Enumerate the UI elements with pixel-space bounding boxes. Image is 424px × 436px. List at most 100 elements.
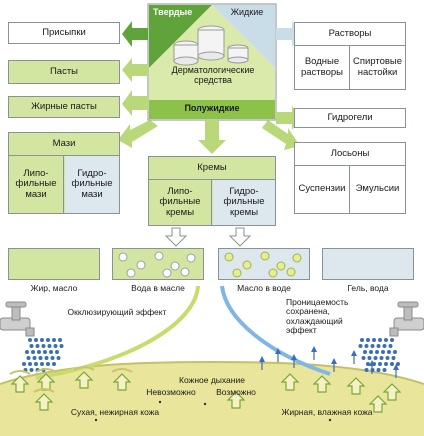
water-drop — [38, 356, 43, 360]
water-drop — [370, 344, 375, 348]
water-drop — [46, 338, 50, 342]
powders-box: Присыпки — [8, 22, 120, 44]
occlusion-film — [111, 368, 133, 373]
permeability-effect: Проницаемость сохранена, охлаждающий эфф… — [286, 297, 349, 336]
impossible-label: Невозможно — [146, 387, 196, 397]
arrow-pastes — [122, 58, 148, 82]
droplet — [242, 260, 252, 270]
solutions-title: Растворы — [295, 23, 405, 46]
water-drop — [52, 338, 56, 342]
arrow-fatty-pastes — [122, 90, 148, 116]
skin-line — [0, 360, 424, 385]
respiration-arrow — [368, 395, 388, 413]
water-drop — [35, 344, 40, 348]
water-drop — [385, 356, 390, 360]
water-drop — [28, 338, 32, 342]
hydrogels-box: Гидрогели — [294, 108, 406, 128]
gel-water-label: Гель, вода — [347, 283, 389, 293]
water-drop — [361, 356, 366, 360]
occlusion-film — [73, 366, 95, 371]
arrow-lipophilic-down — [164, 227, 188, 247]
water-stream — [220, 285, 331, 376]
water-in-oil-label: Вода в масле — [131, 283, 185, 293]
evaporation-arrowhead — [275, 348, 281, 354]
fatty-pastes-box: Жирные пасты — [8, 96, 120, 118]
water-drop — [53, 344, 58, 348]
droplet — [136, 260, 146, 270]
skin-dots — [94, 400, 332, 422]
arrow-lotions — [262, 120, 300, 150]
water-drop — [358, 344, 363, 348]
water-drops-right — [358, 338, 400, 372]
water-drop — [396, 362, 400, 366]
skin-dot — [203, 402, 207, 406]
oil-in-water-label: Масло в воде — [237, 283, 291, 293]
water-drop — [29, 344, 34, 348]
faucet-left-icon — [0, 301, 35, 337]
water-drop — [22, 362, 26, 366]
water-drop — [372, 338, 376, 342]
water-drop — [44, 356, 49, 360]
dry-skin-label: Сухая, нежирная кожа — [70, 407, 160, 417]
respiration-arrow — [10, 375, 30, 393]
water-drop — [52, 362, 56, 366]
creams-title: Кремы — [149, 157, 275, 180]
evaporation-arrowhead — [311, 346, 317, 352]
droplet — [268, 268, 278, 278]
oil-stream — [35, 285, 200, 380]
respiration-arrow — [34, 393, 54, 411]
water-drop — [366, 362, 370, 366]
evaporation-arrowhead — [369, 360, 375, 366]
skin-respiration-arrows — [9, 366, 402, 413]
evaporation-arrowhead — [351, 350, 357, 356]
evaporation-arrowhead — [291, 354, 297, 360]
droplet — [118, 252, 128, 262]
respiration-arrow — [280, 373, 300, 391]
dermatological-label: Дерматологические средства — [171, 65, 255, 85]
droplet — [276, 261, 286, 271]
skin-dot — [94, 418, 98, 422]
droplet — [180, 267, 190, 277]
droplet — [286, 267, 296, 277]
water-drop — [393, 350, 397, 354]
water-drop — [47, 344, 52, 348]
evaporation-arrowhead — [393, 364, 399, 370]
water-drop — [360, 338, 364, 342]
water-drop — [40, 338, 44, 342]
droplet — [186, 253, 196, 263]
respiration-arrow — [226, 391, 246, 409]
arrow-creams — [198, 120, 226, 154]
water-drop — [50, 356, 55, 360]
water-drop — [387, 350, 391, 354]
water-drop — [366, 338, 370, 342]
droplet — [126, 268, 136, 278]
fat-oil-square — [8, 248, 100, 280]
occlusion-film — [9, 370, 31, 375]
water-drop — [41, 344, 46, 348]
ointments-box: Мази Липо-фильные мази Гидро-фильные маз… — [8, 132, 120, 214]
solid-label: Твердые — [153, 7, 193, 17]
water-drop — [59, 344, 64, 348]
water-drop — [378, 362, 382, 366]
oil-in-water-square — [218, 248, 310, 280]
water-drop — [391, 356, 396, 360]
water-drop — [378, 338, 382, 342]
water-drop — [29, 368, 34, 372]
gel-water-square — [322, 248, 414, 280]
water-drop — [34, 338, 38, 342]
hydrophilic-creams: Гидро-фильные кремы — [213, 180, 275, 225]
emulsions: Эмульсии — [355, 183, 400, 195]
respiration-arrow — [346, 377, 366, 395]
droplet — [292, 253, 302, 263]
water-drop — [364, 368, 369, 372]
skin-dot — [158, 400, 162, 404]
arrow-powders — [122, 21, 148, 47]
arrow-hydrophilic-down — [228, 227, 252, 247]
occlusive-effect: Окклюзирующий эффект — [67, 307, 167, 317]
jars-icon — [173, 25, 249, 66]
respiration-arrow — [74, 371, 94, 389]
droplet — [260, 251, 270, 261]
evaporation-arrowhead — [259, 356, 265, 362]
respiration-arrow — [112, 373, 132, 391]
